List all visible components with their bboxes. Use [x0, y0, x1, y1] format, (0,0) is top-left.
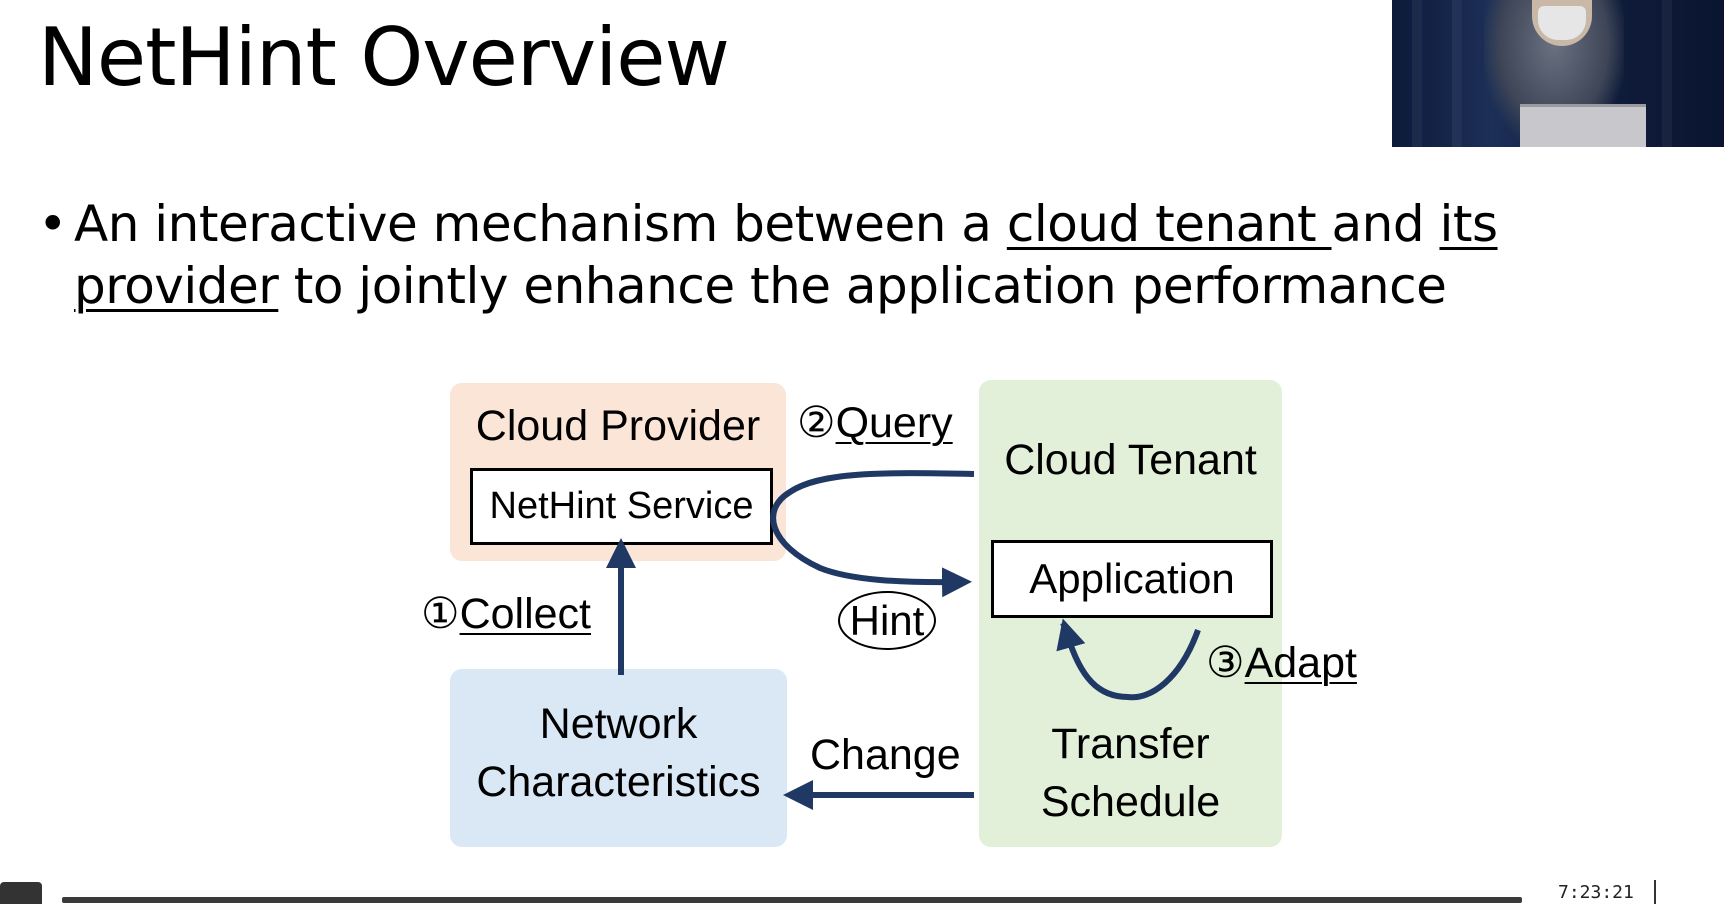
- change-label: Change: [810, 731, 961, 779]
- step-collect-label: Collect: [459, 590, 591, 638]
- its-provider-term: its provider: [74, 195, 1498, 315]
- bullet-text: An interactive mechanism between a cloud…: [74, 193, 1694, 317]
- step-adapt-label: Adapt: [1244, 639, 1357, 687]
- face-mask: [1538, 6, 1586, 40]
- cloud-tenant-term: cloud tenant: [1006, 195, 1332, 253]
- step-adapt: ③Adapt: [1206, 638, 1357, 688]
- transfer-label-line1: Transfer: [1051, 720, 1210, 768]
- query-hint-arrow: [770, 470, 975, 598]
- bullet-marker: •: [38, 195, 68, 253]
- network-label-line2: Characteristics: [476, 758, 761, 806]
- curtain-fold: [1412, 0, 1422, 147]
- network-characteristics-box: [450, 669, 787, 847]
- step-query-label: Query: [835, 399, 953, 447]
- transfer-label-line2: Schedule: [1040, 778, 1221, 826]
- application-box: Application: [991, 540, 1273, 618]
- nethint-service-box: NetHint Service: [470, 468, 773, 545]
- curtain-fold: [1662, 0, 1672, 147]
- bullet-text-part: An interactive mechanism between a: [74, 195, 1007, 253]
- curtain-fold: [1452, 0, 1462, 147]
- network-label-line1: Network: [539, 700, 698, 748]
- laptop: [1520, 104, 1646, 147]
- cloud-tenant-label: Cloud Tenant: [1004, 436, 1257, 484]
- cloud-provider-label: Cloud Provider: [475, 402, 761, 450]
- presenter-webcam: [1392, 0, 1724, 147]
- video-player-controls: 7:23:21: [0, 880, 1724, 904]
- progress-bar[interactable]: [62, 897, 1522, 903]
- step-collect: ①Collect: [421, 589, 591, 639]
- step-number: ②: [797, 399, 836, 447]
- slide-title: NetHint Overview: [38, 11, 730, 104]
- timeline-end-marker: [1654, 880, 1656, 904]
- timestamp: 7:23:21: [1558, 882, 1634, 903]
- step-number: ①: [421, 590, 460, 638]
- play-button[interactable]: [0, 882, 42, 904]
- step-number: ③: [1206, 639, 1245, 687]
- bullet-text-part: to jointly enhance the application perfo…: [278, 257, 1447, 315]
- step-query: ②Query: [797, 398, 953, 448]
- hint-oval: Hint: [838, 591, 936, 650]
- bullet-text-part: and: [1331, 195, 1440, 253]
